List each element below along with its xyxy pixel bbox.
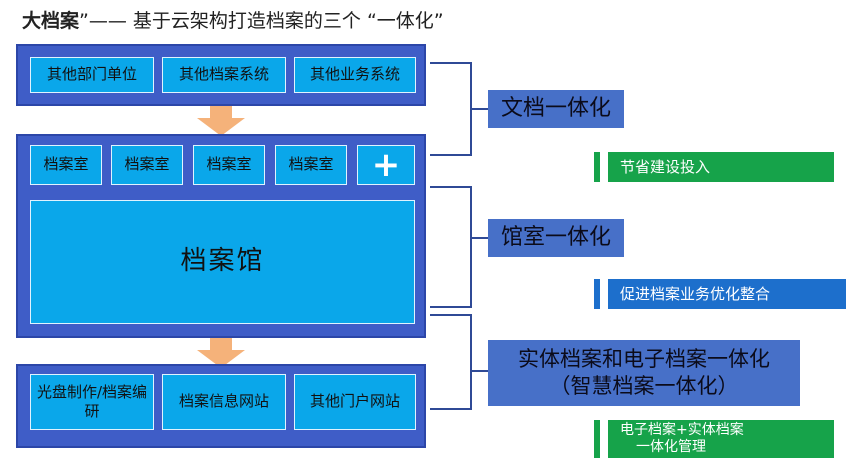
- brace-physical: [430, 314, 472, 410]
- label-physical-line1: 实体档案和电子档案一体化: [518, 346, 770, 371]
- label-physical-line2: （智慧档案一体化）: [549, 374, 739, 398]
- label-doc-integration: 文档一体化: [488, 90, 624, 128]
- brace-doc-stub: [472, 108, 488, 110]
- tag-mgmt-line1: 电子档案+实体档案: [620, 421, 744, 438]
- bottom-cell-other-portal-site[interactable]: 其他门户网站: [294, 374, 416, 430]
- add-room-button[interactable]: +: [357, 145, 415, 185]
- title-rest: ”—— 基于云架构打造档案的三个 “一体化”: [79, 10, 444, 32]
- archive-room-2[interactable]: 档案室: [111, 145, 183, 185]
- plus-icon: +: [371, 145, 401, 185]
- tag-save-investment-text: 节省建设投入: [608, 152, 834, 182]
- down-arrow-icon: [197, 338, 245, 368]
- title-bold: 大档案: [22, 10, 80, 32]
- middle-layer-panel: 档案室 档案室 档案室 档案室 + 档案馆: [16, 134, 426, 338]
- bottom-cell-disc-production[interactable]: 光盘制作/档案编研: [30, 374, 154, 430]
- brace-doc: [430, 62, 472, 156]
- label-doc-integration-text: 文档一体化: [500, 95, 611, 121]
- label-hall-room-integration: 馆室一体化: [488, 219, 624, 257]
- tag-save-investment: 节省建设投入: [594, 152, 834, 182]
- archive-hall-label: 档案馆: [180, 246, 265, 277]
- tag-integrated-management: 电子档案+实体档案 一体化管理: [594, 420, 834, 458]
- tag-mgmt-line2: 一体化管理: [636, 439, 706, 455]
- brace-hall-room-stub: [472, 237, 488, 239]
- archive-room-1[interactable]: 档案室: [30, 145, 102, 185]
- tag-promote-optimization: 促进档案业务优化整合: [594, 279, 846, 309]
- page-title: 大档案”—— 基于云架构打造档案的三个 “一体化”: [22, 6, 444, 33]
- archive-room-3[interactable]: 档案室: [193, 145, 265, 185]
- down-arrow-icon: [197, 106, 245, 136]
- label-hall-room-integration-text: 馆室一体化: [500, 224, 611, 250]
- tag-promote-optimization-text: 促进档案业务优化整合: [608, 279, 846, 309]
- top-cell-other-departments[interactable]: 其他部门单位: [30, 57, 154, 93]
- archive-room-4[interactable]: 档案室: [275, 145, 347, 185]
- bottom-layer-panel: 光盘制作/档案编研 档案信息网站 其他门户网站: [16, 364, 426, 448]
- top-layer-panel: 其他部门单位 其他档案系统 其他业务系统: [16, 44, 426, 106]
- top-cell-other-archive-systems[interactable]: 其他档案系统: [162, 57, 286, 93]
- label-physical-electronic-integration: 实体档案和电子档案一体化 （智慧档案一体化）: [488, 340, 800, 406]
- brace-hall-room: [430, 186, 472, 308]
- brace-physical-stub: [472, 370, 488, 372]
- top-cell-other-business-systems[interactable]: 其他业务系统: [294, 57, 416, 93]
- archive-hall[interactable]: 档案馆: [30, 200, 415, 324]
- bottom-cell-archive-info-site[interactable]: 档案信息网站: [162, 374, 286, 430]
